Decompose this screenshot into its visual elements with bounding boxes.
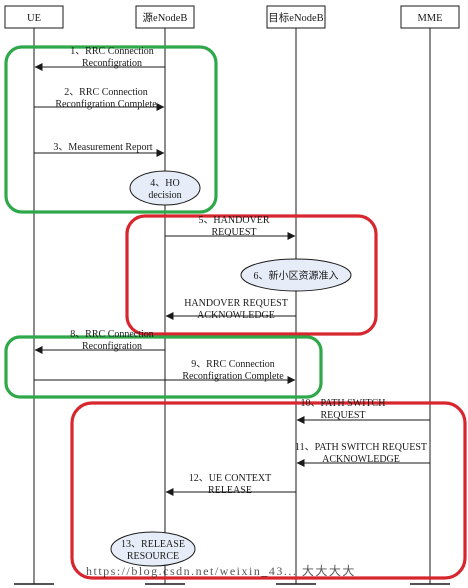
process-ellipse	[110, 531, 196, 567]
entity-tgt: 目标eNodeB	[266, 5, 326, 29]
process-label: 13、RELEASE	[121, 539, 185, 550]
message-label: Reconfigration Complete	[55, 99, 157, 110]
highlight-group-4	[70, 401, 467, 580]
entity-ue: UE	[4, 5, 64, 29]
message-label: Reconfigration	[82, 341, 142, 352]
message-label: 9、RRC Connection	[191, 359, 275, 370]
process-ellipse	[129, 170, 201, 206]
message-label: 1、RRC Connection	[70, 46, 154, 57]
message-label: 8、RRC Connection	[70, 329, 154, 340]
process-label: RESOURCE	[127, 551, 179, 562]
message-label: 3、Measurement Report	[53, 142, 152, 153]
message-label: ACKNOWLEDGE	[322, 454, 400, 465]
message-label: 12、UE CONTEXT	[189, 473, 272, 484]
entity-box-ue	[4, 5, 64, 29]
watermark: https://blog.csdn.net/weixin_43... 大大大大	[86, 564, 356, 578]
highlight-group-3	[4, 335, 323, 399]
entity-box-mme	[400, 5, 460, 29]
entity-label-src: 源eNodeB	[143, 11, 188, 24]
entity-box-src	[135, 5, 195, 29]
message-label: HANDOVER REQUEST	[184, 298, 288, 309]
message-label: Reconfigration Complete	[182, 371, 284, 382]
process-ellipse	[240, 258, 352, 292]
process-label: 4、HO	[150, 178, 179, 189]
entity-label-ue: UE	[27, 13, 41, 24]
highlight-group-2	[125, 214, 378, 336]
process-label: decision	[148, 190, 181, 201]
message-label: REQUEST	[212, 227, 257, 238]
message-label: 5、HANDOVER	[198, 215, 269, 226]
message-label: 2、RRC Connection	[64, 87, 148, 98]
message-label: Reconfigration	[82, 58, 142, 69]
entity-label-mme: MME	[417, 13, 442, 24]
process-label: 6、新小区资源准入	[254, 269, 339, 282]
message-label: RELEASE	[208, 485, 252, 496]
entity-src: 源eNodeB	[135, 5, 195, 29]
message-label: 11、PATH SWITCH REQUEST	[295, 442, 427, 453]
message-label: 10、PATH SWITCH	[301, 398, 386, 409]
message-label: REQUEST	[321, 410, 366, 421]
entity-box-tgt	[266, 5, 326, 29]
entity-label-tgt: 目标eNodeB	[268, 12, 323, 24]
message-3: 3、Measurement Report	[34, 142, 165, 157]
highlight-group-1	[4, 45, 218, 214]
entity-mme: MME	[400, 5, 460, 29]
process-2: 6、新小区资源准入	[240, 258, 352, 292]
